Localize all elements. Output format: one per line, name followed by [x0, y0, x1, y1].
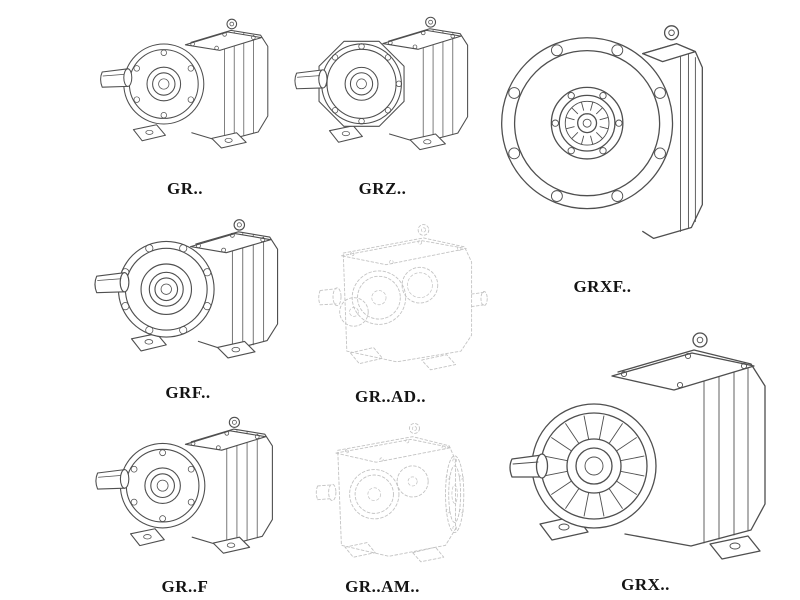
gr-ad-gearbox-drawing [318, 224, 488, 371]
figure-gr: GR.. [95, 2, 275, 202]
figure-gr-am: GR..AM.. [285, 412, 480, 600]
figure-grf: GRF.. [88, 206, 288, 406]
figure-grxf: GRXF.. [495, 0, 710, 300]
grf-gearbox-drawing [94, 219, 279, 359]
figure-label: GR.. [167, 179, 203, 198]
gr-f-gearbox-drawing [95, 416, 273, 554]
figure-gr-f: GR..F [90, 408, 280, 600]
figure-label: GRX.. [621, 575, 670, 594]
gr-am-gearbox-drawing [315, 422, 465, 563]
figure-label: GR..AD.. [354, 387, 427, 406]
figure-label: GRXF.. [573, 277, 632, 297]
figure-grz: GRZ.. [290, 2, 475, 202]
gr-gearbox-drawing [100, 18, 269, 149]
figure-grx: GRX.. [498, 302, 793, 598]
figure-label: GRZ.. [358, 179, 407, 198]
grz-gearbox-drawing [294, 16, 469, 151]
grx-gearbox-drawing [509, 332, 766, 560]
figure-label: GRF.. [165, 383, 211, 402]
figure-label: GR..AM.. [345, 577, 420, 597]
figure-label: GR..F [161, 577, 209, 596]
figure-gr-ad: GR..AD.. [288, 212, 493, 410]
grxf-gearbox-drawing [501, 25, 703, 240]
